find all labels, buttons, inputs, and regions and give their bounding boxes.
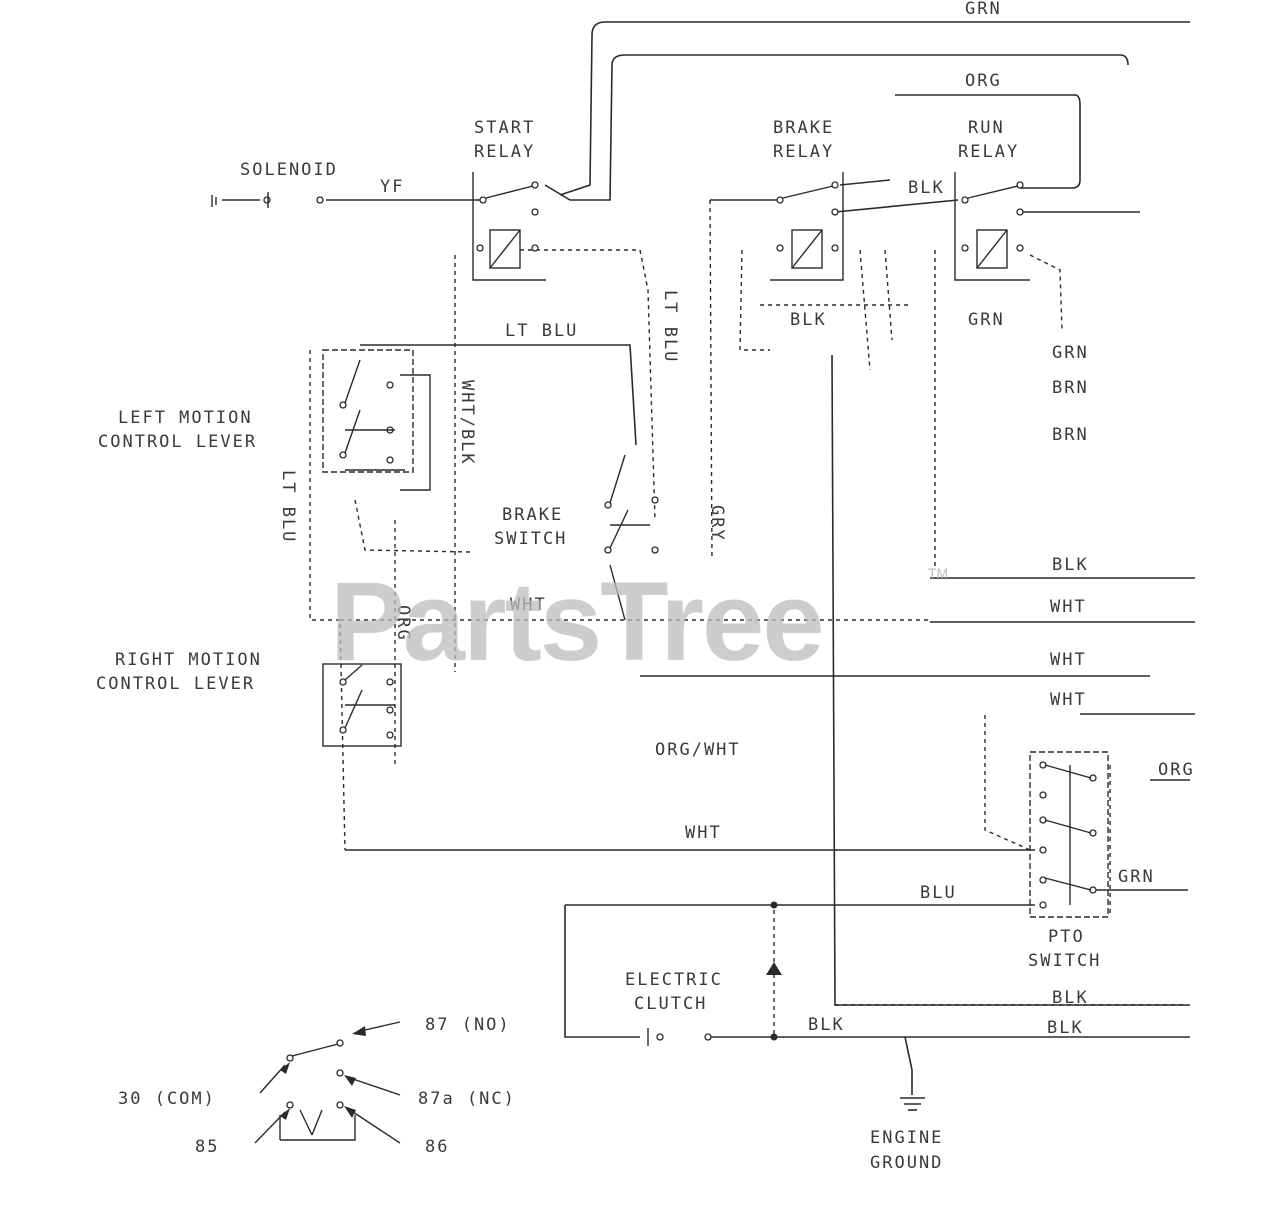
- relay-pin-legend: [254, 1021, 401, 1144]
- legend-86: 86: [425, 1137, 449, 1157]
- brake-relay-label-2: RELAY: [773, 142, 834, 162]
- wire-label-blk-r-bottom1: BLK: [1052, 988, 1089, 1008]
- wire-label-wht-r1: WHT: [1050, 597, 1087, 617]
- wire-label-yf: YF: [380, 177, 404, 197]
- brake-relay-label-1: BRAKE: [773, 118, 834, 138]
- wire-label-brn-2: BRN: [1052, 425, 1089, 445]
- wire-label-blk-clutch: BLK: [808, 1015, 845, 1035]
- engine-ground-label-2: GROUND: [870, 1153, 943, 1173]
- pto-switch-label-1: PTO: [1048, 927, 1085, 947]
- right-motion-control-lever: [322, 663, 402, 747]
- wire-label-blk-brake: BLK: [790, 310, 827, 330]
- electric-clutch-label-2: CLUTCH: [634, 994, 707, 1014]
- run-relay-label-2: RELAY: [958, 142, 1019, 162]
- wire-label-wht-blk: WHT/BLK: [457, 380, 477, 466]
- wire-label-wht-mid: WHT: [510, 595, 547, 615]
- wire-label-org-pto: ORG: [1158, 760, 1195, 780]
- run-relay-label-1: RUN: [968, 118, 1005, 138]
- wire-label-brn-1: BRN: [1052, 378, 1089, 398]
- start-relay-label-2: RELAY: [474, 142, 535, 162]
- wire-label-org-wht: ORG/WHT: [655, 740, 741, 760]
- legend-30-com: 30 (COM): [118, 1089, 216, 1109]
- wire-label-blu: BLU: [920, 883, 957, 903]
- wire-labels: GRN ORG YF BLK BLK GRN LT BLU GRN BRN BR…: [278, 0, 1195, 1038]
- left-motion-control-lever: [322, 349, 431, 491]
- legend-87-no: 87 (NO): [425, 1015, 511, 1035]
- brake-switch-label-2: SWITCH: [494, 529, 567, 549]
- wire-label-lt-blu-vertical: LT BLU: [660, 290, 680, 363]
- pto-switch: [1029, 751, 1109, 918]
- wire-label-lt-blu-top: LT BLU: [505, 321, 578, 341]
- electric-clutch-label-1: ELECTRIC: [625, 970, 723, 990]
- partstree-watermark: PartsTree TM: [330, 559, 948, 684]
- engine-ground-label-1: ENGINE: [870, 1128, 943, 1148]
- brake-switch-label-1: BRAKE: [502, 505, 563, 525]
- relay-legend-labels: 87 (NO) 30 (COM) 87a (NC) 85 86: [118, 1015, 516, 1157]
- legend-87a-nc: 87a (NC): [418, 1089, 516, 1109]
- left-motion-label-2: CONTROL LEVER: [98, 432, 257, 452]
- wire-label-org-top: ORG: [965, 71, 1002, 91]
- wire-label-blk-right: BLK: [1052, 555, 1089, 575]
- wire-label-grn-right: GRN: [1052, 343, 1089, 363]
- start-relay-label-1: START: [474, 118, 535, 138]
- run-relay: [954, 172, 1030, 281]
- electric-clutch: [647, 1028, 712, 1046]
- pto-switch-label-2: SWITCH: [1028, 951, 1101, 971]
- wire-label-gry: GRY: [707, 505, 727, 542]
- wire-label-grn-run: GRN: [968, 310, 1005, 330]
- watermark-text: PartsTree: [330, 559, 823, 684]
- solenoid-label: SOLENOID: [240, 160, 338, 180]
- right-motion-label-2: CONTROL LEVER: [96, 674, 255, 694]
- wire-label-grn-top: GRN: [965, 0, 1002, 19]
- left-motion-label-1: LEFT MOTION: [118, 408, 253, 428]
- wire-label-org-left: ORG: [393, 605, 413, 642]
- wiring-lines: [222, 21, 1195, 1111]
- wire-label-grn-pto: GRN: [1118, 867, 1155, 887]
- watermark-tm: TM: [928, 565, 948, 581]
- solenoid: [211, 192, 324, 208]
- wire-label-blk-relay: BLK: [908, 178, 945, 198]
- dashed-wiring: [309, 199, 1190, 1035]
- brake-relay: [770, 172, 844, 281]
- brake-switch: [604, 454, 659, 621]
- right-motion-label-1: RIGHT MOTION: [115, 650, 262, 670]
- legend-85: 85: [195, 1137, 219, 1157]
- component-labels: SOLENOID START RELAY BRAKE RELAY RUN REL…: [96, 118, 1101, 1173]
- wire-label-lt-blu-left: LT BLU: [278, 470, 298, 543]
- wire-label-wht-r3: WHT: [1050, 690, 1087, 710]
- wire-label-wht-r2: WHT: [1050, 650, 1087, 670]
- wire-label-blk-r-bottom2: BLK: [1047, 1018, 1084, 1038]
- junction-nodes: [766, 901, 782, 1041]
- start-relay: [472, 172, 546, 281]
- wire-label-wht-bottom: WHT: [685, 823, 722, 843]
